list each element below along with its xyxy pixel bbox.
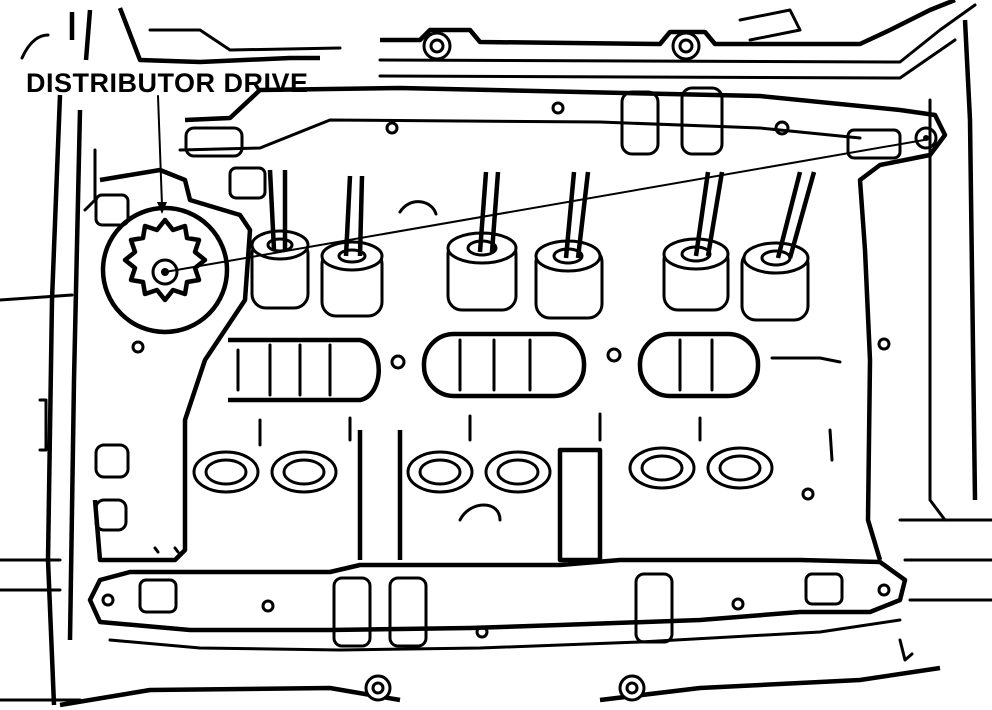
distributor-drive-label: DISTRIBUTOR DRIVE	[26, 68, 309, 98]
leader-lines	[157, 95, 925, 273]
lower-gasket	[59, 518, 992, 708]
lifter-row	[250, 169, 817, 322]
intake-ports	[228, 331, 891, 403]
distributor-drive-gear	[100, 205, 230, 335]
lifter-5	[662, 171, 730, 312]
upper-casting	[117, 0, 978, 522]
lifter-6	[740, 171, 817, 322]
lifter-1	[250, 169, 310, 310]
lower-ports	[192, 412, 834, 563]
lifter-3	[446, 171, 518, 312]
lifter-4	[534, 171, 604, 320]
upper-gasket	[178, 85, 948, 561]
timing-cover	[83, 148, 253, 563]
block-left-edge	[0, 9, 93, 706]
lifter-2	[320, 175, 384, 318]
